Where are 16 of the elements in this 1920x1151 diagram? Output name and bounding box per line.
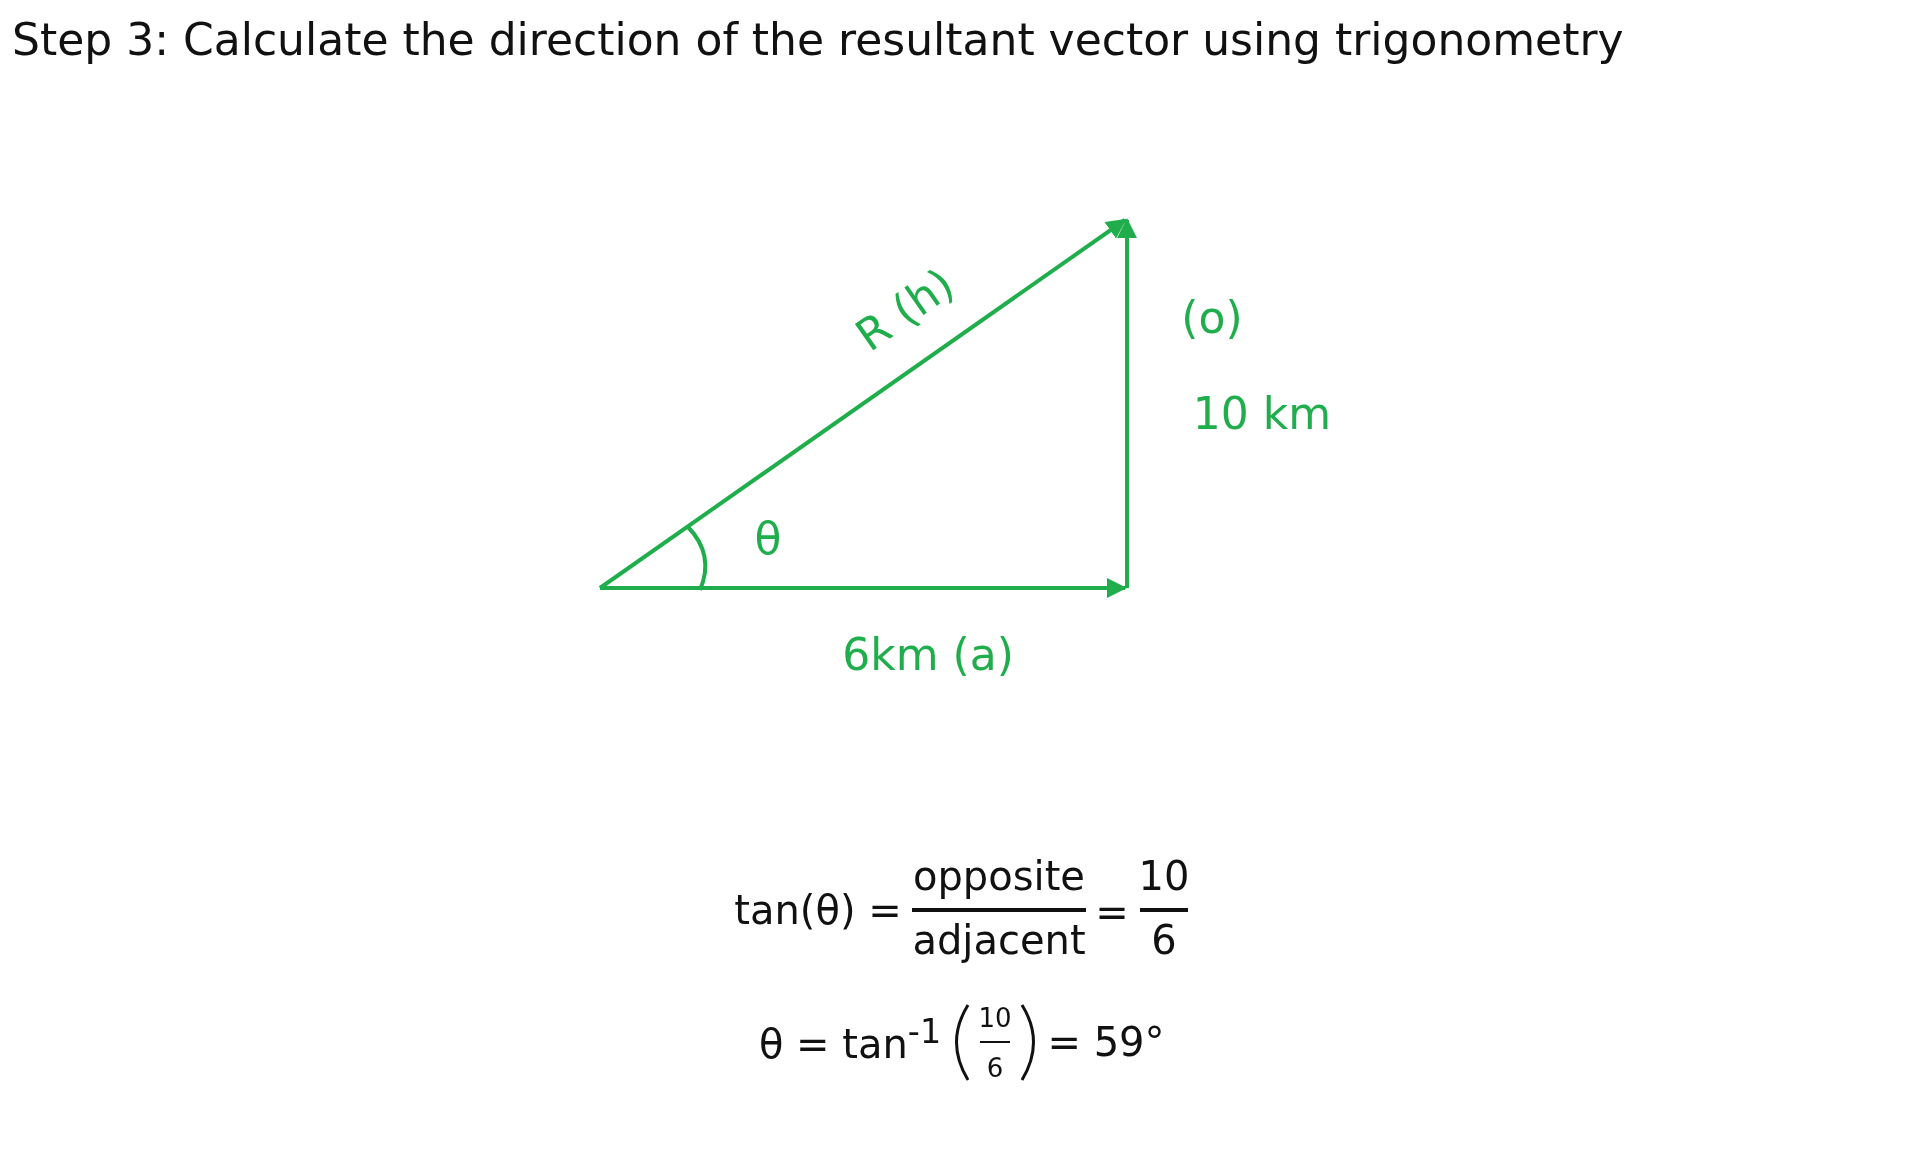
angle-label: θ — [754, 514, 782, 564]
vector-label: 6km (a) — [842, 630, 1014, 680]
numerator: 10 — [1138, 854, 1190, 898]
denominator: adjacent — [912, 918, 1086, 962]
numerator: opposite — [913, 854, 1085, 898]
title: Step 3: Calculate the direction of the resultant vector using trigonometry — [12, 14, 1624, 65]
equation-text: = — [1095, 890, 1129, 934]
denominator: 6 — [1151, 918, 1177, 962]
denominator: 6 — [986, 1053, 1004, 1083]
equation-text: θ = tan$^{-1}$ — [758, 1014, 942, 1066]
equation-text: tan(θ) = — [734, 888, 902, 932]
equation-text: = 59° — [1047, 1020, 1165, 1064]
vector-label: R (h) — [847, 259, 963, 361]
magnitude-label: 10 km — [1192, 389, 1332, 439]
side-label: (o) — [1181, 293, 1243, 343]
numerator: 10 — [978, 1003, 1012, 1033]
